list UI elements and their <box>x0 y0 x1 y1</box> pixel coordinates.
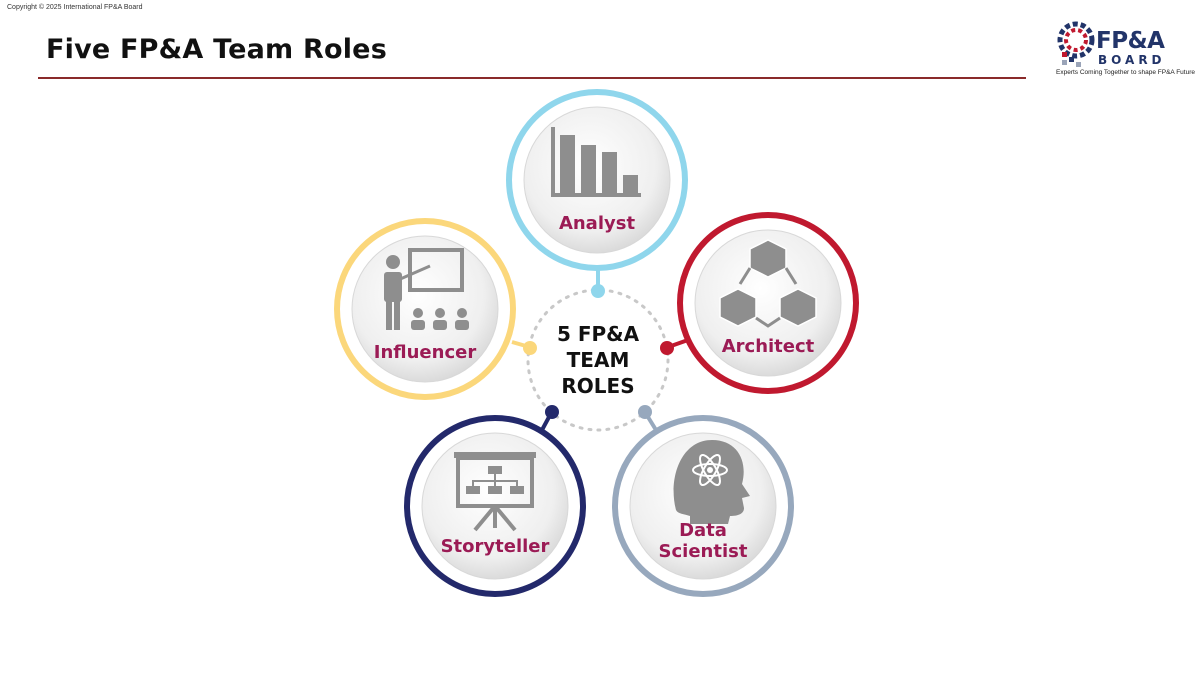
role-influencer: Influencer <box>334 218 516 400</box>
fpa-board-logo: FP&A BOARD Experts Coming Together to sh… <box>1052 18 1195 82</box>
connector-dot-storyteller <box>545 405 559 419</box>
title-divider <box>38 77 1026 79</box>
architect-label: Architect <box>722 336 815 357</box>
copyright-text: Copyright © 2025 International FP&A Boar… <box>7 4 143 11</box>
role-analyst: Analyst <box>506 89 688 271</box>
storyteller-label: Storyteller <box>441 536 550 557</box>
connector-dot-analyst <box>591 284 605 298</box>
connector-influencer <box>511 340 527 348</box>
connector-dot-influencer <box>523 341 537 355</box>
cubes-network-icon <box>719 239 817 328</box>
page-title: Five FP&A Team Roles <box>46 34 387 65</box>
presentation-board-icon <box>454 452 536 532</box>
logo-text: FP&A <box>1096 28 1165 54</box>
data-scientist-label-line2: Scientist <box>659 541 748 562</box>
architect-disc <box>694 229 842 377</box>
connector-architect <box>670 338 689 348</box>
center-line-3: ROLES <box>561 374 634 398</box>
teacher-audience-icon <box>384 248 469 330</box>
bar-chart-icon <box>551 127 641 197</box>
head-atom-icon <box>673 440 750 524</box>
center-dotted-ring <box>526 288 670 432</box>
center-line-1: 5 FP&A <box>557 322 640 346</box>
logo-emblem-icon <box>1057 21 1095 67</box>
logo-tagline: Experts Coming Together to shape FP&A Fu… <box>1056 69 1195 76</box>
connector-dot-data-scientist <box>638 405 652 419</box>
influencer-label: Influencer <box>374 342 477 363</box>
data-scientist-label-line1: Data <box>679 520 727 541</box>
connector-storyteller <box>540 416 551 431</box>
center-line-2: TEAM <box>567 348 630 372</box>
role-architect: Architect <box>677 212 859 394</box>
role-data-scientist: Data Scientist <box>612 415 794 597</box>
connector-data-scientist <box>646 415 658 432</box>
analyst-label: Analyst <box>559 213 636 234</box>
role-storyteller: Storyteller <box>404 415 586 597</box>
logo-subtext: BOARD <box>1098 53 1166 67</box>
connector-dot-architect <box>660 341 674 355</box>
